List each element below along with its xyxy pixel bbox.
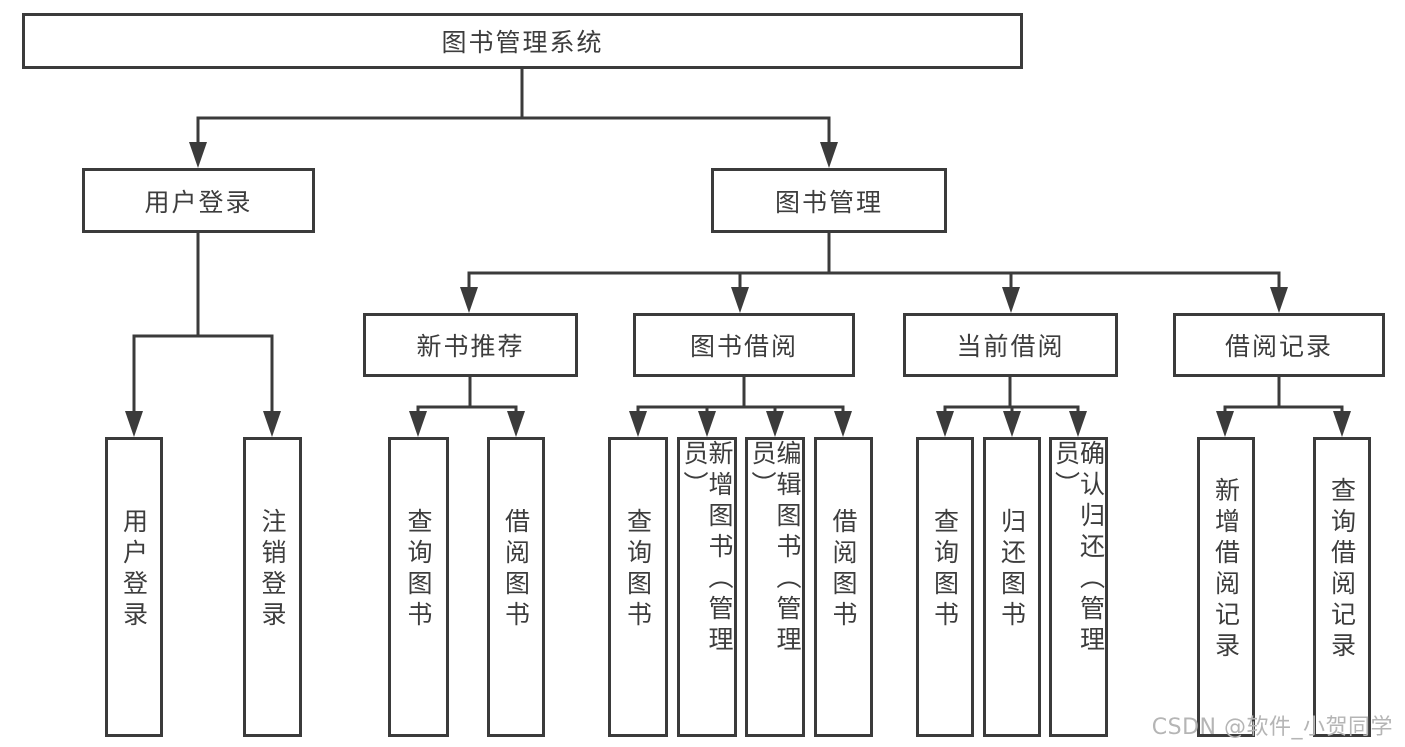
leaf-edit-book-admin: 编辑图书（管理员）	[745, 437, 805, 737]
node-current-borrowing: 当前借阅	[903, 313, 1118, 377]
leaf-search-books-borrow: 查询图书	[608, 437, 668, 737]
connector-borrow-records-to-leaves	[1216, 375, 1351, 437]
connector-book-borrow-to-leaves	[629, 375, 852, 437]
node-book-borrowing: 图书借阅	[633, 313, 855, 377]
leaf-add-book-admin: 新增图书（管理员）	[677, 437, 737, 737]
connector-user-login-to-leaves	[125, 230, 281, 437]
csdn-watermark: CSDN @软件_小贺同学	[1151, 715, 1393, 740]
node-library-system: 图书管理系统	[22, 13, 1023, 69]
leaf-borrow-books: 借阅图书	[814, 437, 873, 737]
leaf-add-borrow-record: 新增借阅记录	[1197, 437, 1255, 737]
leaf-search-books-recommend: 查询图书	[388, 437, 449, 737]
leaf-user-login: 用户登录	[105, 437, 163, 737]
node-new-book-recommendation: 新书推荐	[363, 313, 578, 377]
leaf-return-books: 归还图书	[983, 437, 1041, 737]
leaf-logout: 注销登录	[243, 437, 302, 737]
leaf-borrow-books-recommend: 借阅图书	[487, 437, 545, 737]
leaf-search-borrow-record: 查询借阅记录	[1313, 437, 1371, 737]
node-book-management: 图书管理	[711, 168, 947, 233]
leaf-confirm-return-admin: 确认归还（管理员）	[1049, 437, 1108, 737]
connector-root-to-level2	[189, 66, 838, 168]
node-borrowing-records: 借阅记录	[1173, 313, 1385, 377]
leaf-search-books-current: 查询图书	[916, 437, 974, 737]
node-user-login: 用户登录	[82, 168, 315, 233]
connector-new-book-to-leaves	[409, 375, 525, 437]
connector-current-borrow-to-leaves	[936, 375, 1087, 437]
connector-book-management-to-level3	[460, 230, 1288, 313]
